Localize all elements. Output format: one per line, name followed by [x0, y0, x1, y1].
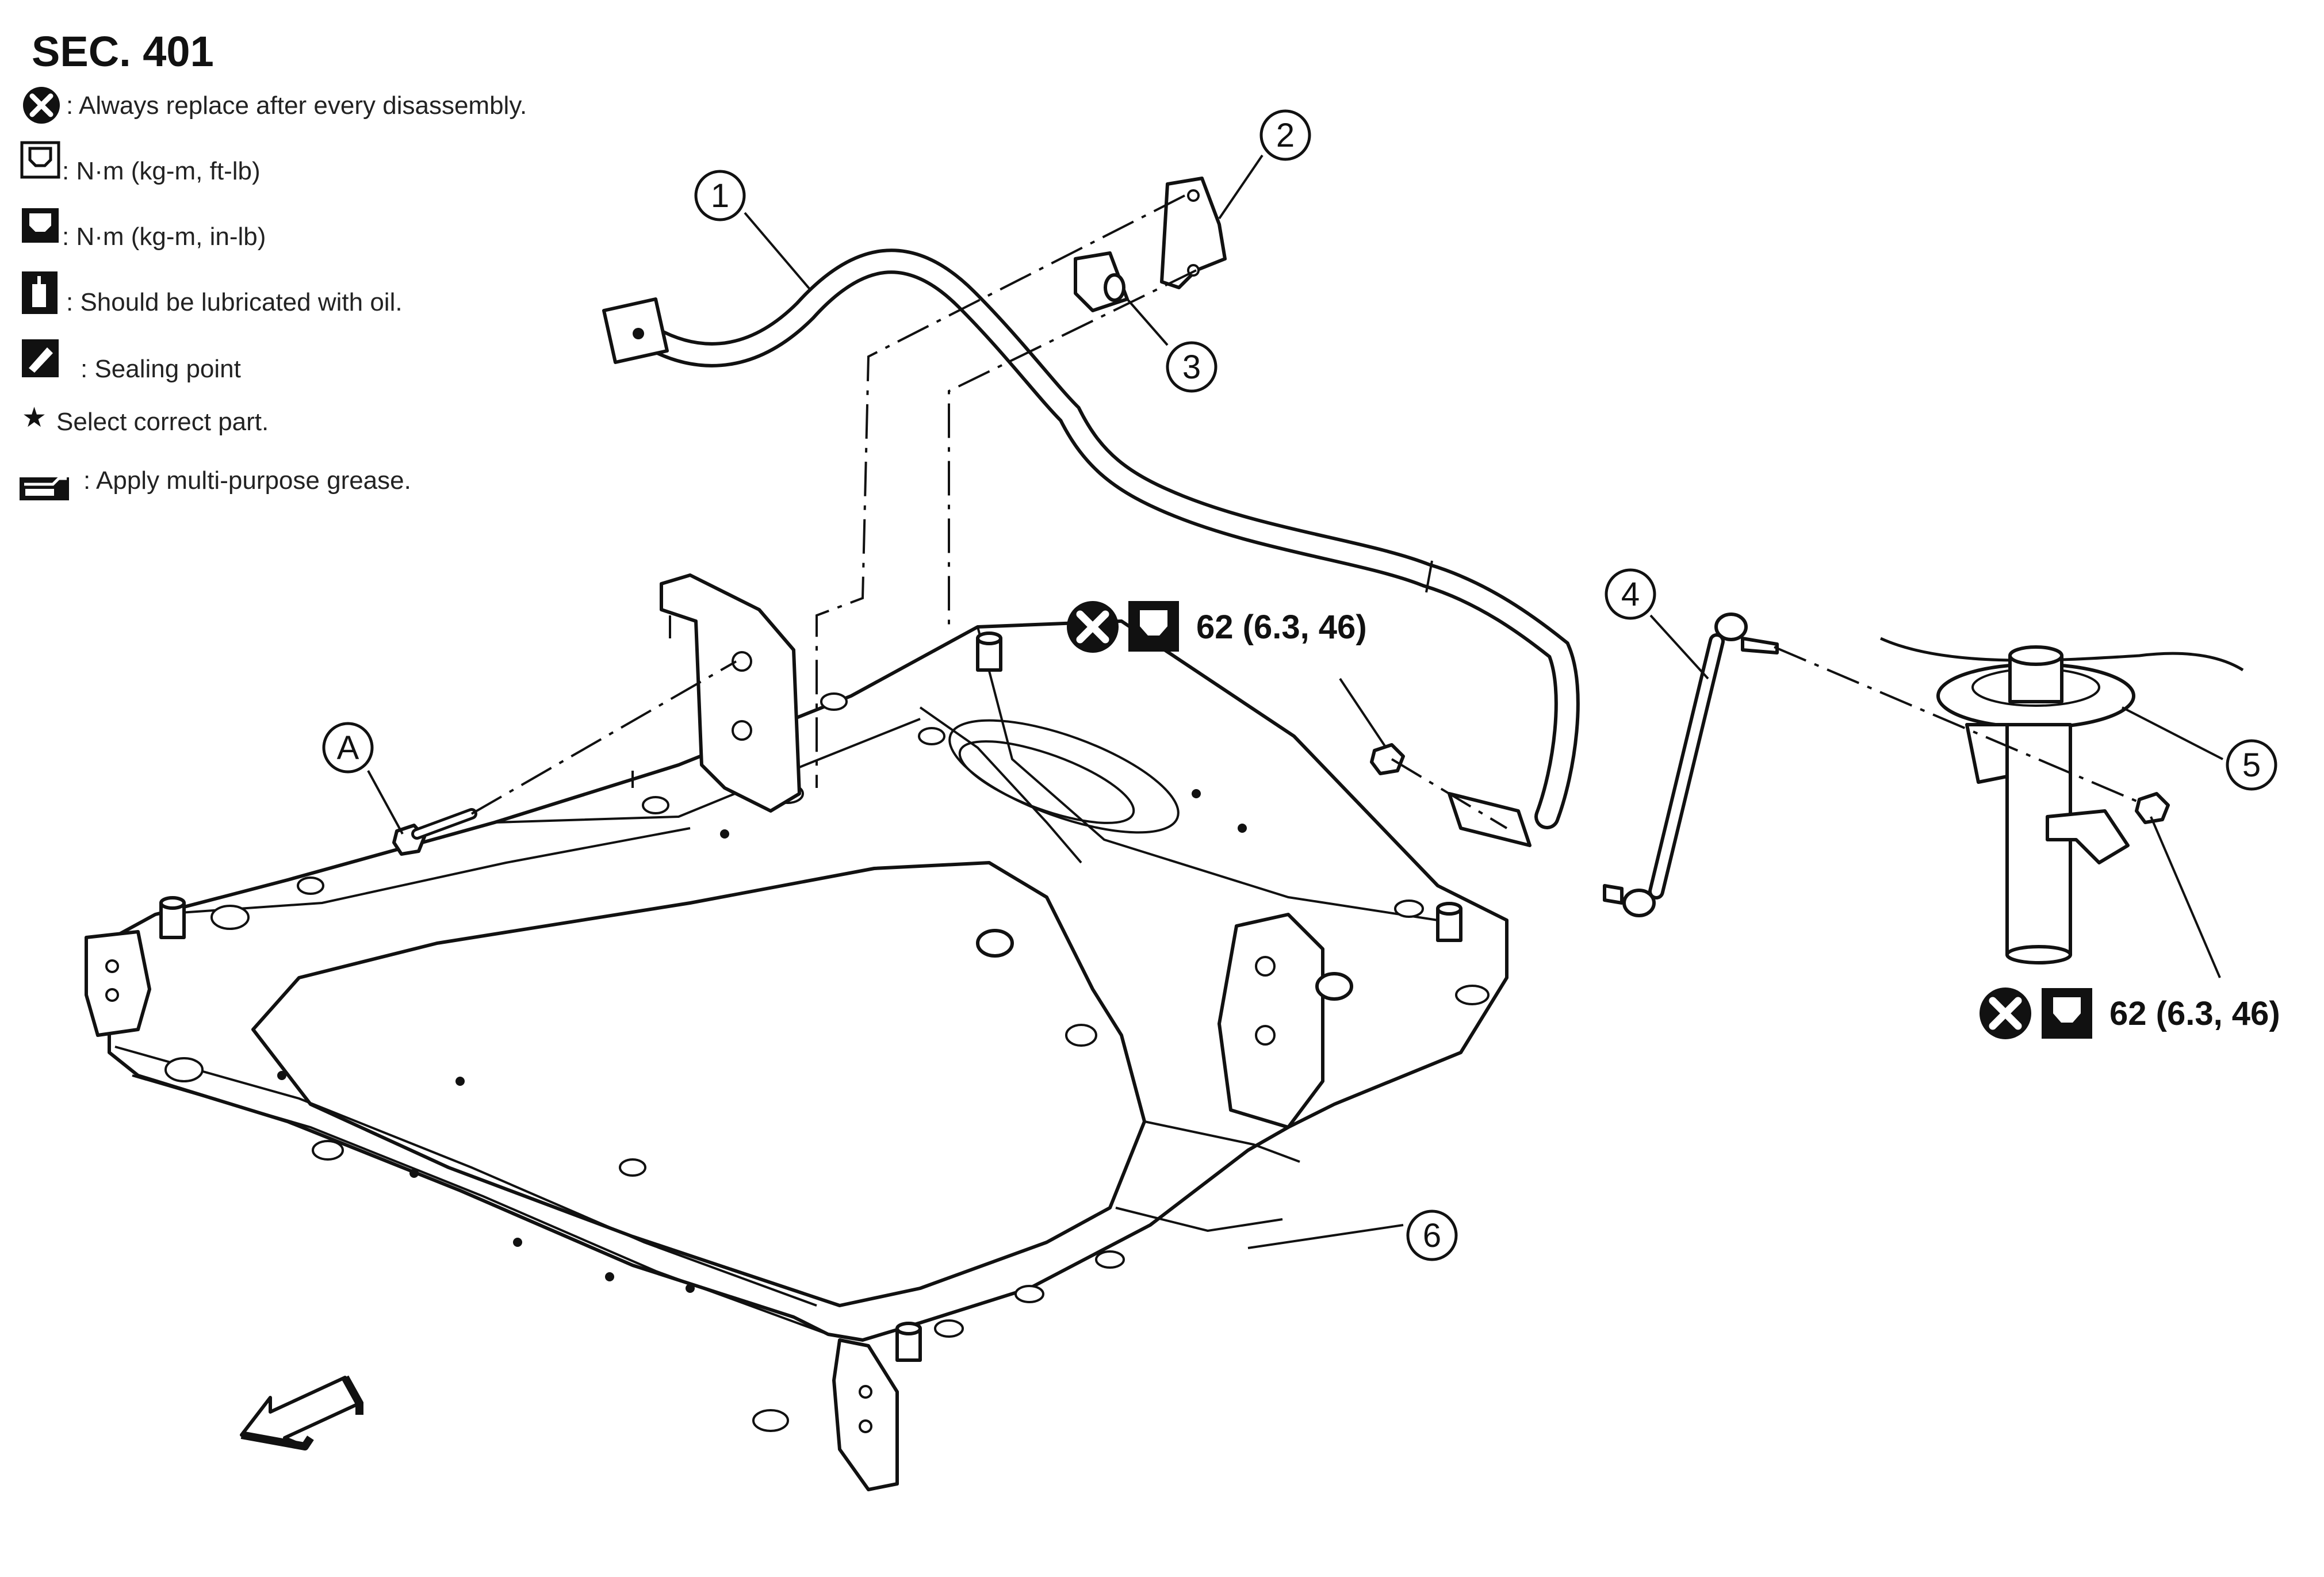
assembly-lines: [471, 194, 2140, 829]
legend-text-grease: : Apply multi-purpose grease.: [83, 466, 411, 495]
svg-text:5: 5: [2242, 747, 2261, 784]
svg-text:1: 1: [711, 177, 729, 215]
callout-3: 3: [1166, 341, 1217, 393]
legend-text-torque-in: : N·m (kg-m, in-lb): [62, 223, 266, 251]
torque-value-right: 62 (6.3, 46): [2109, 995, 2280, 1032]
torque-ft-lb-icon: [20, 141, 60, 179]
legend-text-torque-ft: : N·m (kg-m, ft-lb): [62, 157, 261, 185]
torque-in-lb-icon: [2042, 988, 2092, 1039]
star-icon: ★: [22, 401, 47, 434]
stabilizer-bar: [602, 248, 1580, 847]
callout-6: 6: [1406, 1209, 1458, 1261]
bolt-a: [392, 808, 477, 856]
stabilizer-bushing: [1074, 251, 1129, 312]
oil-can-icon: [22, 271, 58, 314]
strut-assembly: [1879, 637, 2244, 964]
svg-text:4: 4: [1621, 576, 1640, 613]
legend-text-sealing: : Sealing point: [81, 355, 241, 383]
callout-1: 1: [694, 170, 746, 221]
legend: : Always replace after every disassembly…: [20, 87, 527, 500]
svg-text:3: 3: [1182, 349, 1201, 386]
callout-leaders: [367, 154, 2223, 1249]
sealing-icon: [22, 339, 59, 377]
front-suspension-member: [85, 573, 1509, 1491]
replace-x-icon: [23, 87, 60, 124]
svg-text:2: 2: [1276, 117, 1295, 154]
legend-text-replace: : Always replace after every disassembly…: [66, 91, 527, 120]
callout-4: 4: [1605, 568, 1656, 620]
callout-2: 2: [1259, 109, 1311, 161]
torque-in-lb-icon: [22, 208, 59, 243]
svg-text:6: 6: [1423, 1217, 1441, 1254]
callout-5: 5: [2226, 739, 2277, 791]
nut-center: [1370, 743, 1405, 775]
legend-text-oil: : Should be lubricated with oil.: [66, 288, 403, 316]
torque-in-lb-icon: [1128, 601, 1179, 652]
front-direction-arrow-icon: [240, 1375, 363, 1450]
callout-a: A: [322, 722, 374, 774]
section-title: SEC. 401: [32, 28, 214, 75]
svg-text:A: A: [337, 729, 359, 767]
replace-x-icon: [1980, 987, 2031, 1039]
legend-text-star: Select correct part.: [56, 408, 269, 436]
torque-marker-center: 62 (6.3, 46): [1067, 601, 1367, 653]
torque-value-center: 62 (6.3, 46): [1196, 608, 1367, 646]
nut-right: [2135, 792, 2170, 824]
stabilizer-connecting-rod: [1603, 613, 1779, 917]
torque-marker-right: 62 (6.3, 46): [1980, 987, 2280, 1039]
grease-icon: [20, 477, 69, 500]
replace-x-icon: [1067, 601, 1119, 653]
